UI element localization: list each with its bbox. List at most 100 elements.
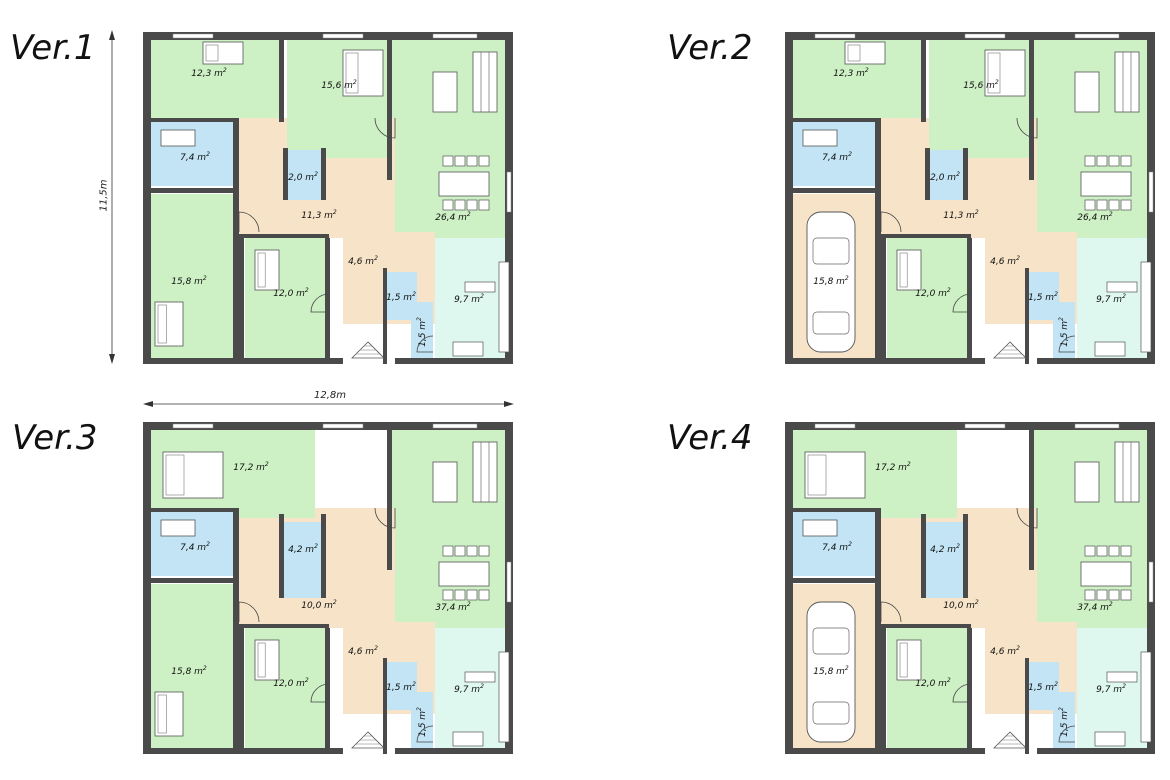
room-label-wc: 4,2 m2 <box>288 543 318 555</box>
room-label-bathroom: 7,4 m2 <box>822 541 852 553</box>
chair-icon <box>478 155 490 167</box>
room-label-shower: 1,5 m2 <box>416 707 428 737</box>
room-area-value: 12,3 m <box>833 69 865 79</box>
room-area-value: 15,8 m <box>171 277 203 287</box>
room-area-value: 26,4 m <box>1077 213 1109 223</box>
area-unit-superscript: 2 <box>907 461 911 468</box>
room-area-value: 12,3 m <box>191 69 223 79</box>
room-area-value: 1,5 m <box>1060 321 1070 347</box>
room-label-bedroom-3: 15,8 m2 <box>813 275 849 287</box>
area-unit-superscript: 2 <box>1054 291 1058 298</box>
chair-icon <box>454 545 466 557</box>
room-area-value: 15,8 m <box>171 667 203 677</box>
room-label-hall: 11,3 m2 <box>301 209 337 221</box>
kitchen-counter <box>1140 651 1152 743</box>
chair-icon <box>466 545 478 557</box>
area-unit-superscript: 2 <box>1122 683 1126 690</box>
chair-icon <box>1096 545 1108 557</box>
chair-icon <box>1096 155 1108 167</box>
room-label-entry: 4,6 m2 <box>348 255 378 267</box>
room-area-value: 15,6 m <box>321 81 353 91</box>
area-unit-superscript: 2 <box>203 275 207 282</box>
chair-icon <box>466 155 478 167</box>
room-label-shower: 1,5 m2 <box>1058 707 1070 737</box>
chair-icon <box>1108 589 1120 601</box>
room-label-kitchen: 9,7 m2 <box>1096 683 1126 695</box>
wc <box>283 522 323 598</box>
room-area-value: 37,4 m <box>1077 603 1109 613</box>
room-label-master-bedroom: 17,2 m2 <box>875 461 911 473</box>
area-unit-superscript: 2 <box>947 287 951 294</box>
room-area-value: 11,3 m <box>943 211 975 221</box>
chair-icon <box>1108 199 1120 211</box>
dimension-height-label: 11,5m <box>98 179 110 212</box>
room-area-value: 1,5 m <box>386 683 412 693</box>
area-unit-superscript: 2 <box>956 543 960 550</box>
room-label-bathroom: 7,4 m2 <box>180 541 210 553</box>
counter-icon <box>1106 281 1138 293</box>
room-label-living: 37,4 m2 <box>435 601 471 613</box>
room-area-value: 12,0 m <box>273 679 305 689</box>
room-area-value: 4,6 m <box>990 647 1016 657</box>
chair-icon <box>1084 589 1096 601</box>
room-area-value: 26,4 m <box>435 213 467 223</box>
room-area-value: 7,4 m <box>822 543 848 553</box>
chair-icon <box>478 545 490 557</box>
room-label-bedroom-2: 15,6 m2 <box>963 79 999 91</box>
area-unit-superscript: 2 <box>374 255 378 262</box>
bathtub-icon <box>160 129 196 147</box>
room-label-hall: 11,3 m2 <box>943 209 979 221</box>
room-label-bedroom-4: 12,0 m2 <box>273 287 309 299</box>
room-label-living: 37,4 m2 <box>1077 601 1113 613</box>
room-label-hall: 10,0 m2 <box>301 599 337 611</box>
area-unit-superscript: 2 <box>1109 601 1113 608</box>
window <box>172 423 214 429</box>
window <box>506 171 512 213</box>
room-area-value: 9,7 m <box>454 685 480 695</box>
wc <box>925 150 965 200</box>
chair-icon <box>1108 155 1120 167</box>
room-label-kitchen: 9,7 m2 <box>454 683 484 695</box>
area-unit-superscript: 2 <box>848 151 852 158</box>
table-icon <box>438 561 490 587</box>
plan-title-ver3: Ver.3 <box>12 418 98 458</box>
shower-small <box>1053 302 1075 364</box>
room-label-bedroom-3: 15,8 m2 <box>171 275 207 287</box>
chair-icon <box>442 155 454 167</box>
room-label-wc: 2,0 m2 <box>288 171 318 183</box>
area-unit-superscript: 2 <box>1054 681 1058 688</box>
room-area-value: 12,0 m <box>273 289 305 299</box>
bathtub-icon <box>802 519 838 537</box>
window <box>1074 33 1120 39</box>
room-label-wc: 4,2 m2 <box>930 543 960 555</box>
room-label-bedroom-4: 12,0 m2 <box>273 677 309 689</box>
window <box>506 561 512 603</box>
room-label-bathroom: 7,4 m2 <box>180 151 210 163</box>
sofa-icon <box>1114 51 1140 113</box>
bathtub-icon <box>160 519 196 537</box>
chair-icon <box>1120 155 1132 167</box>
room-area-value: 37,4 m <box>435 603 467 613</box>
stove-icon <box>1094 731 1126 747</box>
area-unit-superscript: 2 <box>223 67 227 74</box>
area-unit-superscript: 2 <box>467 601 471 608</box>
chair-icon <box>1120 545 1132 557</box>
area-unit-superscript: 2 <box>333 599 337 606</box>
room-area-value: 1,5 m <box>386 293 412 303</box>
chair-icon <box>478 589 490 601</box>
area-unit-superscript: 2 <box>265 461 269 468</box>
room-area-value: 17,2 m <box>233 463 265 473</box>
room-label-kitchen: 9,7 m2 <box>1096 293 1126 305</box>
room-label-bedroom-3: 15,8 m2 <box>813 665 849 677</box>
area-unit-superscript: 2 <box>305 287 309 294</box>
window <box>1148 561 1154 603</box>
room-label-toilet: 1,5 m2 <box>1028 681 1058 693</box>
room-label-bedroom-4: 12,0 m2 <box>915 287 951 299</box>
room-area-value: 12,0 m <box>915 289 947 299</box>
chair-icon <box>1096 589 1108 601</box>
dimension-width <box>143 401 514 407</box>
room-area-value: 4,2 m <box>930 545 956 555</box>
kitchen-counter <box>498 651 510 743</box>
